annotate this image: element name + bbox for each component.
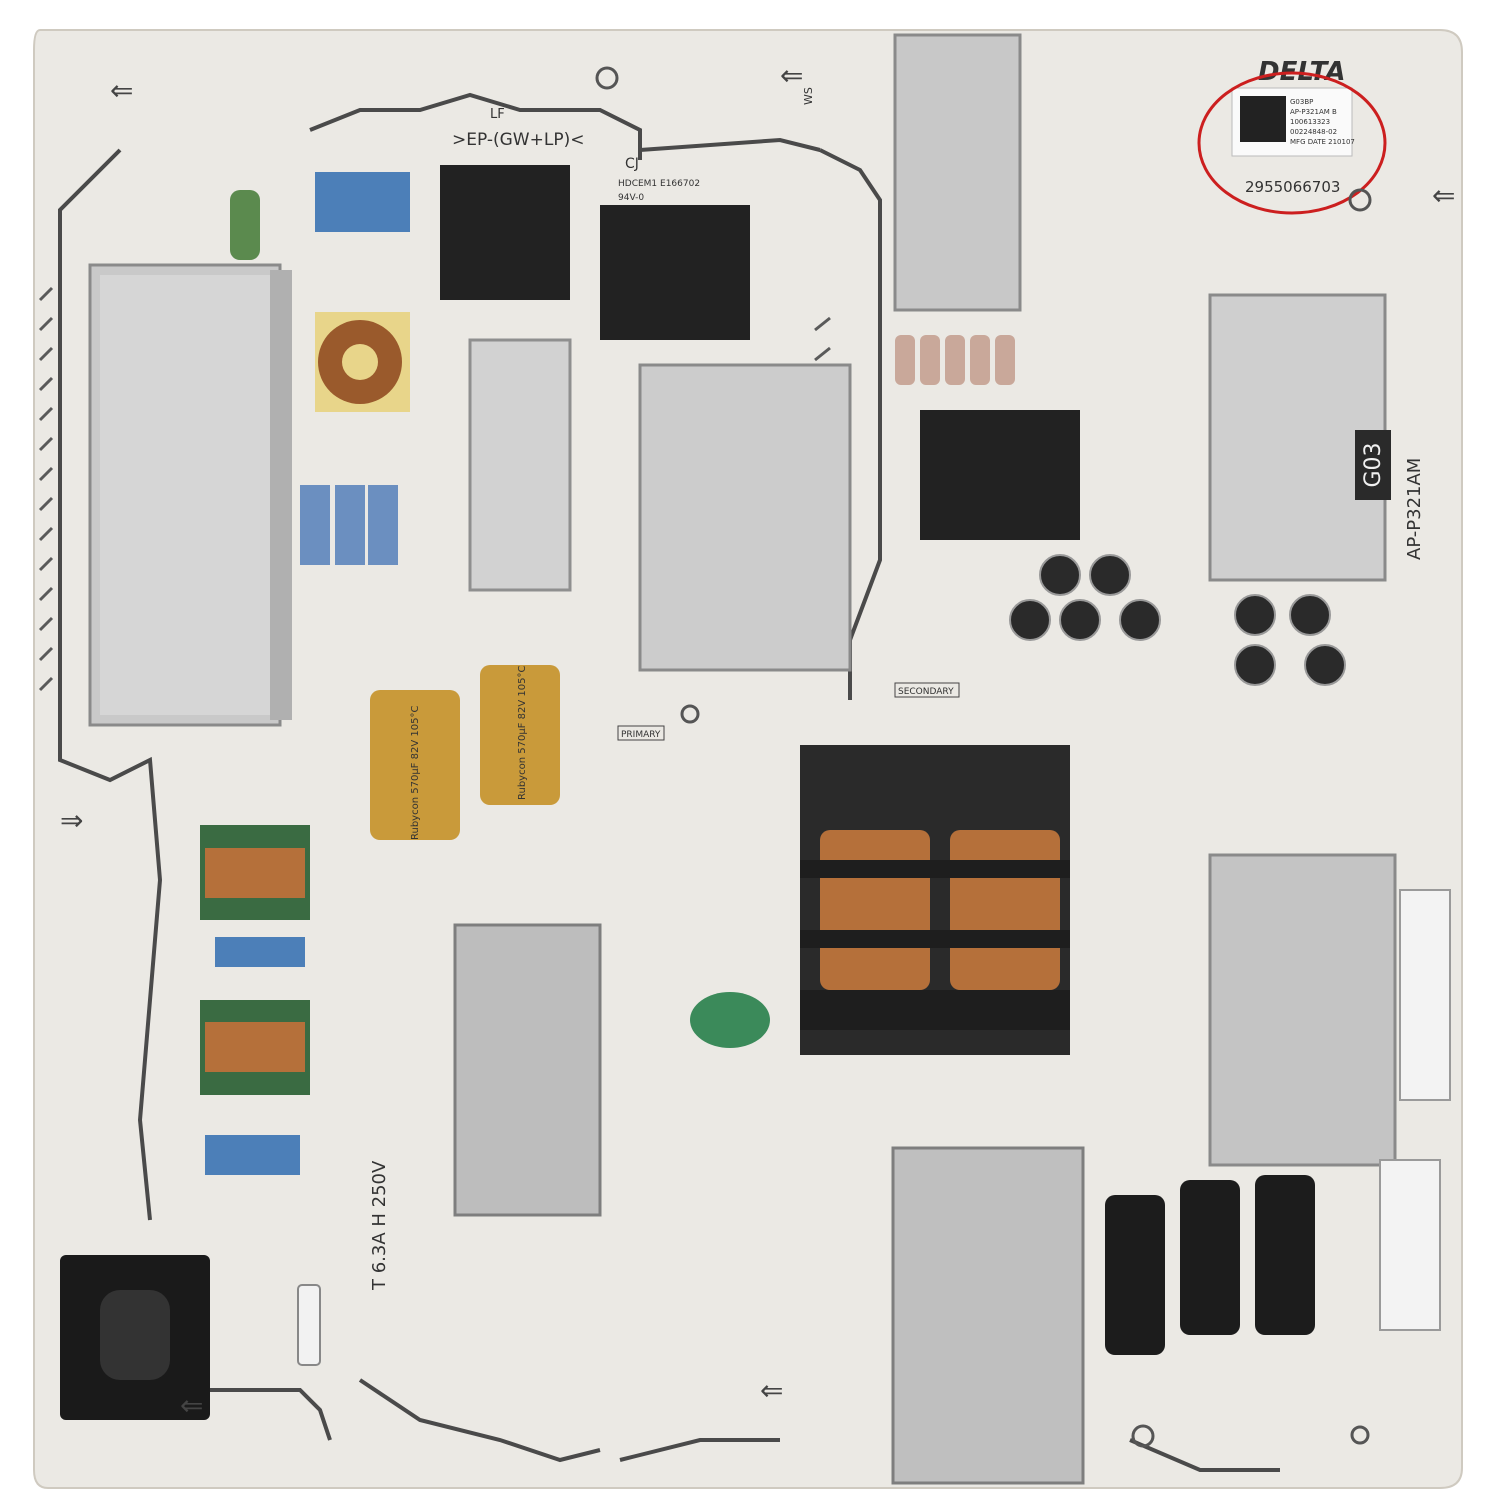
filter-cap-green — [230, 190, 260, 260]
heatsink-top — [893, 33, 1022, 312]
primary-label: PRIMARY — [621, 730, 661, 740]
cj-marking: CJ — [625, 156, 639, 172]
main-transformer — [800, 745, 1070, 1055]
svg-text:⇐: ⇐ — [110, 74, 133, 107]
heatsink-hs4 — [453, 923, 602, 1217]
heatsink-bottom — [891, 1146, 1085, 1485]
hdcem-marking: HDCEM1 E166702 — [618, 179, 700, 189]
screw-holes — [595, 66, 1372, 1448]
label-sticker: G03BP AP-P321AM B 100613323 00224848-02 … — [1231, 87, 1355, 157]
arrow-marks: ⇐ ⇐ ⇐ ⇒ ⇐ ⇐ — [60, 59, 1455, 1422]
serial-number: 2955066703 — [1245, 178, 1340, 196]
rating-marking: 94V-0 — [618, 193, 644, 203]
x-cap-cx2 — [215, 937, 305, 967]
transformer-right — [920, 410, 1080, 540]
cap-text-right: Rubycon 570μF 82V 105°C — [517, 666, 528, 800]
svg-text:⇐: ⇐ — [1432, 179, 1455, 212]
label-line-5: MFG DATE 210107 — [1290, 138, 1355, 146]
output-cap-c120c — [1255, 1175, 1315, 1335]
label-line-2: AP-P321AM B — [1290, 108, 1337, 116]
x-cap-c801a — [300, 485, 330, 565]
label-line-4: 00224848-02 — [1290, 128, 1337, 136]
label-line-3: 100613323 — [1290, 118, 1330, 126]
output-cap-c120a — [1105, 1195, 1165, 1355]
secondary-label: SECONDARY — [898, 687, 954, 697]
x-cap-cx1a — [205, 1135, 300, 1175]
model-vertical: AP-P321AM — [1404, 458, 1425, 560]
x-cap-top — [315, 172, 410, 232]
heatsink-left — [88, 263, 292, 727]
cap-text-left: Rubycon 570μF 82V 105°C — [410, 706, 421, 840]
svg-text:⇒: ⇒ — [60, 804, 83, 837]
svg-text:⇐: ⇐ — [780, 59, 803, 92]
g03-badge — [1355, 430, 1391, 500]
film-cap-green — [690, 992, 770, 1048]
x-cap-c801b — [335, 485, 365, 565]
transformer-lb01b — [600, 205, 750, 340]
connector-right-lower — [1379, 1159, 1441, 1331]
g03-code: G03 — [1361, 442, 1386, 487]
qr-code — [1240, 96, 1286, 142]
toroid-inductor — [315, 312, 410, 412]
transformer-lb01a — [440, 165, 570, 300]
label-line-1: G03BP — [1290, 98, 1313, 106]
svg-text:⇐: ⇐ — [760, 1374, 783, 1407]
ws-marking: WS — [802, 87, 815, 105]
bulk-cap-c600a — [370, 690, 460, 840]
heatsink-lower-right — [1208, 853, 1397, 1167]
fuse-rating: T 6.3A H 250V — [369, 1160, 390, 1291]
resistors-row — [895, 335, 1015, 385]
heatsink-hs2 — [638, 363, 852, 672]
ep-marking: >EP-(GW+LP)< — [452, 130, 584, 150]
lf-marking: LF — [490, 107, 505, 122]
connector-right — [1399, 889, 1451, 1101]
output-cap-c120b — [1180, 1180, 1240, 1335]
highlight-circle — [1197, 71, 1387, 215]
svg-text:⇐: ⇐ — [180, 1389, 203, 1422]
electrolytic-cluster-mid — [1009, 554, 1161, 641]
heatsink-hs3 — [468, 338, 572, 592]
fuse — [297, 1284, 321, 1366]
electrolytic-cluster-right — [1234, 594, 1346, 686]
x-cap-c801c — [368, 485, 398, 565]
bulk-cap-c600b — [480, 665, 560, 805]
